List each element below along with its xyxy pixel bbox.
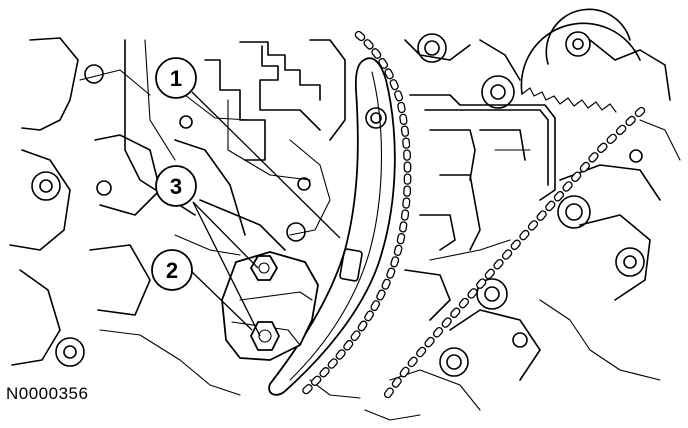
chain-link — [371, 48, 382, 59]
camshaft-sprocket — [520, 8, 641, 113]
chain-link — [441, 317, 452, 328]
chain-link — [553, 190, 565, 202]
chain-link — [458, 297, 470, 309]
callout-1: 1 — [155, 57, 197, 99]
chain-link — [484, 268, 495, 280]
tensioner-assembly — [221, 251, 319, 361]
chain-link — [310, 375, 322, 387]
svg-text:2: 2 — [166, 258, 178, 283]
tensioner-arm — [268, 57, 396, 396]
leader-lines — [189, 91, 341, 337]
chain-link — [390, 256, 400, 268]
chain-link — [467, 288, 478, 299]
chain-link — [501, 249, 513, 260]
engine-block-outline — [9, 37, 681, 421]
chain-link — [527, 220, 539, 231]
chain-link — [350, 330, 361, 342]
chain-link — [407, 356, 418, 368]
callout-3: 3 — [155, 165, 197, 207]
chain-link — [389, 79, 399, 91]
chain-link — [399, 221, 408, 233]
chain-link — [606, 133, 617, 145]
callout-2: 2 — [151, 249, 193, 291]
chain-link — [588, 152, 599, 163]
chain-link — [510, 239, 521, 251]
chain-link — [302, 383, 313, 395]
chain-link — [381, 278, 391, 290]
chain-link — [370, 300, 381, 312]
chain-link — [386, 267, 396, 279]
svg-text:1: 1 — [170, 66, 182, 91]
chain-link — [562, 181, 573, 192]
chain-link — [384, 68, 394, 80]
chain-link — [493, 258, 504, 270]
chain-link — [476, 278, 487, 289]
chain-link — [357, 320, 368, 332]
chain-link — [383, 387, 394, 399]
figure-id-label: N0000356 — [6, 384, 89, 403]
chain-link — [634, 106, 646, 118]
chain-link — [536, 210, 547, 221]
casting-holes — [31, 31, 645, 377]
timing-chain-guide-strand — [302, 30, 412, 395]
chain-link — [403, 149, 411, 161]
chain-link — [571, 171, 582, 183]
chain-link — [579, 161, 590, 173]
chain-link — [402, 137, 411, 149]
chain-link — [376, 289, 386, 301]
chain-link — [399, 113, 408, 125]
chain-link — [424, 336, 435, 348]
svg-text:3: 3 — [170, 174, 182, 199]
chain-link — [327, 358, 338, 369]
chain-link — [335, 349, 346, 360]
chain-link — [625, 115, 636, 127]
chain-link — [394, 90, 404, 102]
chain-link — [450, 307, 461, 319]
tensioner-bolt-upper — [250, 255, 278, 281]
chain-link — [545, 200, 556, 212]
chain-link — [402, 197, 411, 209]
chain-link — [343, 339, 354, 351]
timing-chain-right-strand — [383, 106, 646, 399]
chain-link — [403, 185, 412, 197]
chain-link — [416, 346, 427, 358]
chain-link — [391, 377, 402, 388]
chain-link — [393, 244, 403, 256]
chain-link — [400, 209, 410, 221]
tensioner-bolt-lower — [250, 321, 280, 351]
chain-link — [400, 125, 410, 137]
chain-link — [519, 229, 530, 241]
chain-link — [403, 161, 412, 173]
chain-link — [403, 173, 412, 185]
chain-link — [597, 142, 608, 153]
chain-link — [363, 39, 374, 50]
chain-link — [354, 30, 366, 42]
chain-link — [396, 233, 406, 245]
chain-link — [432, 326, 444, 338]
chain-link — [399, 366, 410, 378]
chain-link — [364, 310, 374, 322]
chain-link — [615, 124, 627, 136]
chain-link — [319, 367, 330, 378]
chain-link — [397, 101, 406, 114]
